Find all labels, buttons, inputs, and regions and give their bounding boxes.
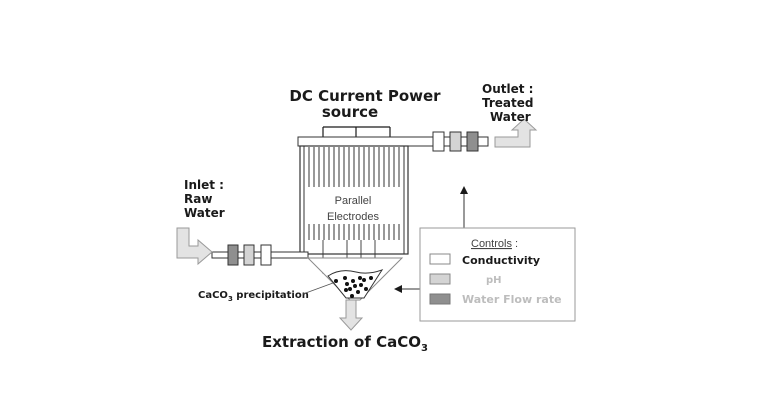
- outlet-label-line1: Outlet :: [482, 82, 533, 96]
- precipitate-particle: [343, 276, 347, 280]
- precipitate-particle: [334, 279, 338, 283]
- controls-legend: Controls : Conductivity pH Water Flow ra…: [419, 227, 576, 322]
- extraction-arrow-icon: [338, 299, 364, 331]
- outlet-conductivity-sensor: [432, 131, 445, 152]
- inlet-arrow-icon: [176, 227, 213, 266]
- inlet-label-line1: Inlet :: [184, 178, 224, 192]
- flow-rate-swatch: [429, 293, 451, 305]
- inlet-label-line3: Water: [184, 206, 225, 220]
- extraction-label: Extraction of CaCO3: [262, 333, 428, 354]
- conductivity-label: Conductivity: [462, 254, 540, 267]
- outlet-arrow-icon: [494, 118, 538, 148]
- conductivity-swatch: [429, 253, 451, 265]
- power-source-label-line1: DC Current Power: [289, 87, 441, 105]
- precipitate-particle: [350, 294, 354, 298]
- ph-label: pH: [486, 275, 502, 286]
- outlet-label-line2: Treated: [482, 96, 534, 110]
- precipitation-label: CaCO3 precipitation: [198, 290, 309, 303]
- controls-title: Controls :: [471, 238, 518, 250]
- electrodes-label-line1: Parallel: [335, 195, 372, 207]
- precipitate-particle: [362, 278, 366, 282]
- outlet-ph-sensor: [449, 131, 462, 152]
- precipitate-particle: [351, 279, 355, 283]
- precipitate-particle: [359, 283, 363, 287]
- precipitate-particles: [334, 276, 373, 298]
- precipitation-leader-line: [302, 282, 334, 295]
- precipitate-particle: [356, 290, 360, 294]
- precipitate-particle: [364, 287, 368, 291]
- precipitate-particle: [369, 276, 373, 280]
- ph-swatch: [429, 273, 451, 285]
- precipitate-particle: [353, 284, 357, 288]
- precipitate-particle: [348, 287, 352, 291]
- electrode-plates-upper: [308, 147, 405, 187]
- outlet-flow-sensor: [466, 131, 479, 152]
- precipitate-particle: [344, 288, 348, 292]
- flow-rate-label: Water Flow rate: [462, 293, 562, 306]
- precipitate-particle: [358, 276, 362, 280]
- inlet-pipe: [211, 251, 309, 259]
- electrode-plates-lower: [308, 224, 405, 240]
- power-source-label-line2: source: [322, 103, 378, 121]
- inlet-conductivity-sensor: [260, 244, 272, 266]
- inlet-ph-sensor: [243, 244, 255, 266]
- electrodes-label-line2: Electrodes: [327, 211, 379, 223]
- outlet-label-line3: Water: [490, 110, 531, 124]
- inlet-flow-sensor: [227, 244, 239, 266]
- inlet-label-line2: Raw: [184, 192, 212, 206]
- precipitate-particle: [345, 282, 349, 286]
